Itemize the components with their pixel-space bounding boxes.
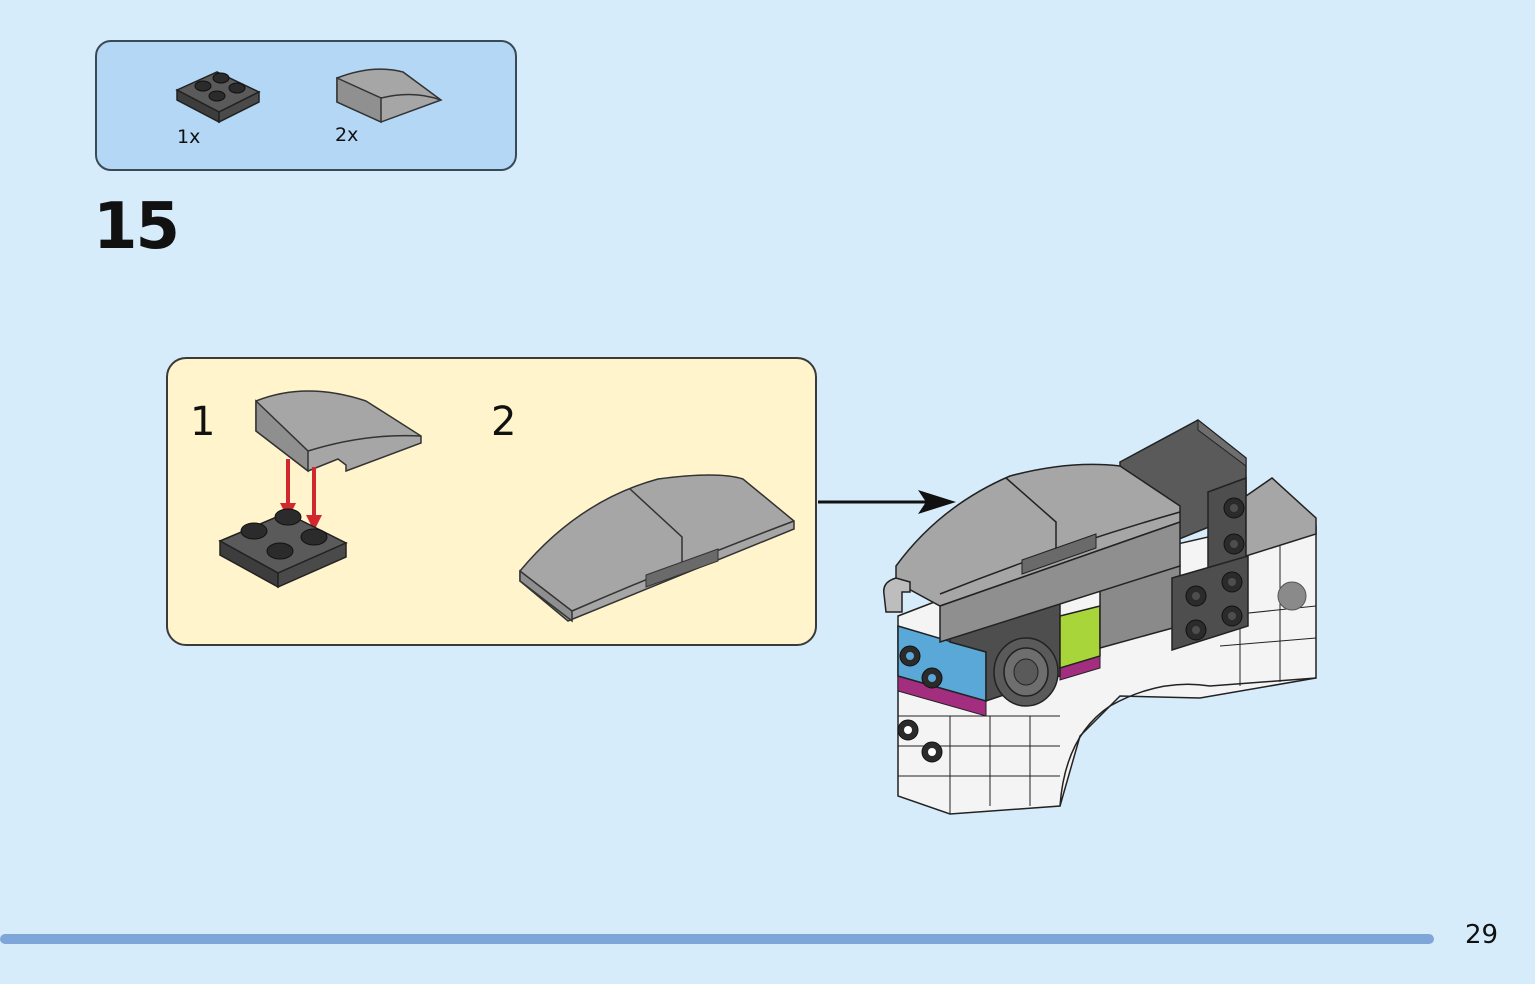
arrow-icon [818,490,956,514]
sub-step-number: 2 [491,399,517,445]
page-number: 29 [1465,920,1499,950]
model-illustration [883,418,1317,815]
part-plate-2x2: 1x [173,64,263,154]
parts-callout: 1x 2x [95,40,517,171]
part-quantity: 2x [335,124,359,146]
sub-assembly-callout: 1 2 [166,357,817,646]
part-curved-slope: 2x [333,62,443,152]
plate-2x2-icon [175,71,261,124]
part-quantity: 1x [177,126,201,148]
curved-slope-icon [336,68,443,124]
sub-step-number: 1 [190,399,216,445]
page-progress-bar [0,934,1434,944]
step-number: 15 [93,190,180,264]
sub-step-1-illustration [218,390,422,589]
sub-step-2-illustration [519,474,795,623]
